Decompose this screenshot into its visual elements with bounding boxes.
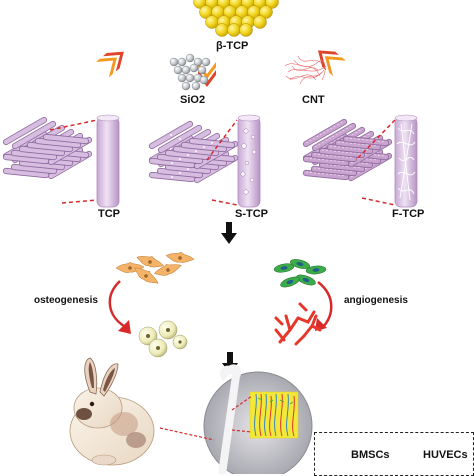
curved-arrow-icon xyxy=(118,320,131,334)
f-tcp-label: F-TCP xyxy=(392,208,425,220)
cnt-label: CNT xyxy=(302,94,325,106)
beta-tcp-particles-icon xyxy=(193,0,279,37)
chevron-icon xyxy=(96,51,124,78)
chevron-icon xyxy=(317,50,346,76)
legend-bmscs-label: BMSCs xyxy=(351,449,390,461)
cnt-fibers-icon xyxy=(284,55,327,85)
legend-huvecs-label: HUVECs xyxy=(423,449,468,461)
strut-rod-icon xyxy=(237,114,261,208)
scaffold-grid-icon xyxy=(302,118,393,182)
s-tcp-label: S-TCP xyxy=(235,208,268,220)
strut-rod-icon xyxy=(394,114,418,208)
scaffold-grid-icon xyxy=(148,120,239,184)
legend: BMSCs HUVECs xyxy=(314,432,474,476)
bmsc-cell-icon xyxy=(115,251,195,284)
bone-nodule-icon xyxy=(138,320,188,358)
zoom-lines xyxy=(49,119,396,206)
scaffold-grid-icon xyxy=(2,116,93,180)
beta-tcp-label: β-TCP xyxy=(216,40,249,52)
curved-arrow-icon xyxy=(317,281,333,329)
bone-defect-icon xyxy=(159,364,313,474)
down-arrow-icon xyxy=(221,222,237,244)
osteogenesis-label: osteogenesis xyxy=(34,295,98,306)
sio2-label: SiO2 xyxy=(180,94,206,106)
blood-vessel-icon xyxy=(274,302,322,346)
sio2-particles-icon xyxy=(169,53,211,91)
tcp-label: TCP xyxy=(98,208,120,220)
curved-arrow-icon xyxy=(108,280,125,328)
huvec-cell-icon xyxy=(273,259,327,288)
rabbit-icon xyxy=(69,357,155,466)
strut-rod-icon xyxy=(96,114,120,208)
angiogenesis-label: angiogenesis xyxy=(344,295,408,306)
